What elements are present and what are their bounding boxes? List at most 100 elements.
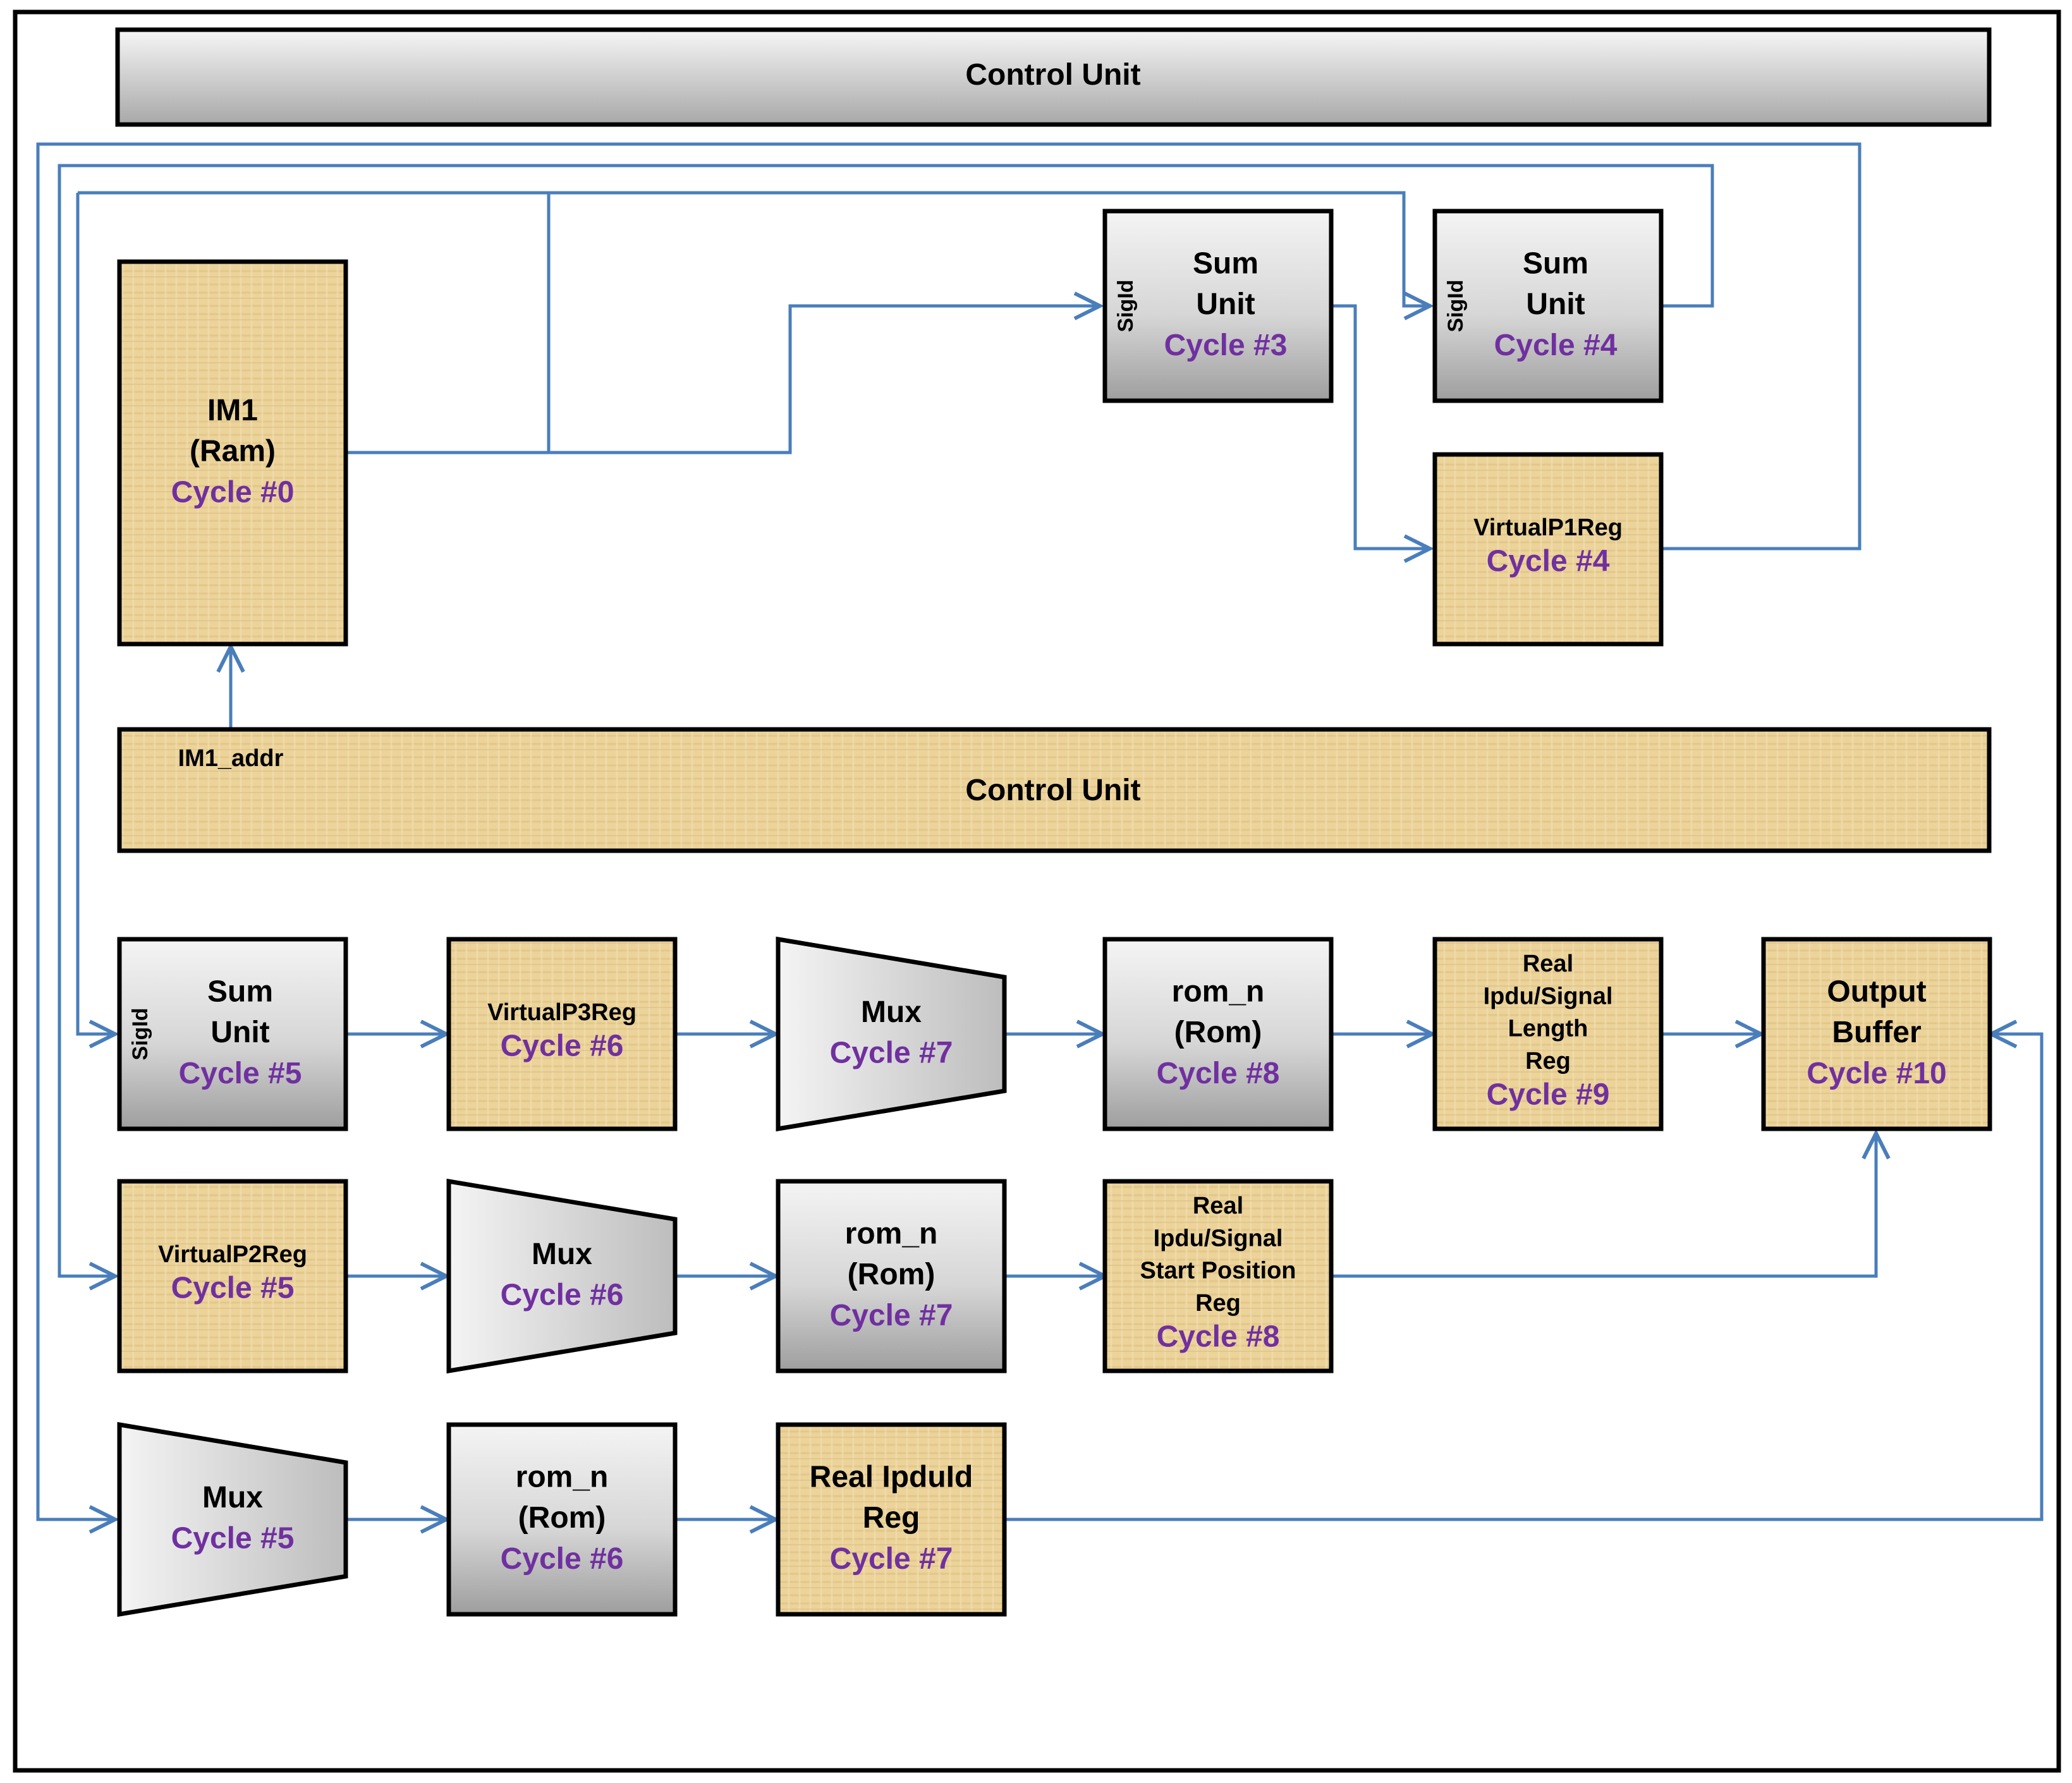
block-mux7-shape — [776, 936, 1007, 1132]
block-mux7-label-0: Mux — [861, 995, 922, 1029]
block-rom7-shape — [776, 1179, 1007, 1373]
block-rom8-label-0: rom_n — [1172, 975, 1265, 1008]
block-vp3-label-0: VirtualP3Reg — [487, 999, 637, 1026]
block-rom8-label-1: (Rom) — [1174, 1016, 1262, 1049]
control-unit-top-label: Control Unit — [965, 58, 1140, 92]
block-sum3-label-0: Sum — [1193, 246, 1258, 280]
block-sum3-label-1: Unit — [1196, 288, 1255, 321]
block-len9-label-1: Ipdu/Signal — [1484, 983, 1613, 1009]
block-im1-label-1: (Ram) — [190, 435, 276, 468]
block-vp2-shape — [117, 1179, 348, 1373]
block-ipduid7-label-0: Real IpduId — [810, 1460, 973, 1494]
block-start8-label-2: Start Position — [1140, 1258, 1296, 1284]
block-mux7-cycle: Cycle #7 — [830, 1037, 953, 1070]
block-sum5-shape — [117, 937, 348, 1131]
block-im1-cycle: Cycle #0 — [171, 476, 295, 509]
block-mux5-label-0: Mux — [202, 1481, 263, 1514]
im1-addr-label: IM1_addr — [178, 745, 284, 772]
block-sum5-label-0: Sum — [207, 975, 273, 1008]
block-sum5-cycle: Cycle #5 — [179, 1057, 302, 1090]
block-vp3-shape — [446, 937, 678, 1131]
wires — [36, 142, 2044, 1521]
block-im1-label-0: IM1 — [207, 394, 258, 427]
block-outbuf-cycle: Cycle #10 — [1807, 1057, 1947, 1090]
wire-ipduid7-to-outbuf — [1004, 1034, 2044, 1521]
block-im1-shape — [117, 259, 348, 647]
block-vp1-shape — [1432, 452, 1664, 647]
block-mux6-shape — [446, 1178, 678, 1374]
block-rom6: rom_n (Rom) Cycle #6 — [446, 1422, 678, 1617]
block-vp1-label-0: VirtualP1Reg — [1473, 514, 1623, 541]
block-vp2-cycle: Cycle #5 — [171, 1271, 295, 1305]
block-ipduid7-cycle: Cycle #7 — [830, 1542, 953, 1576]
block-start8-cycle: Cycle #8 — [1157, 1320, 1280, 1353]
block-sum4-cycle: Cycle #4 — [1494, 329, 1618, 362]
block-rom6-shape — [446, 1422, 678, 1617]
wire-sum4-to-vp2 — [58, 164, 1714, 1276]
block-len9-label-3: Reg — [1525, 1048, 1571, 1074]
block-sum3-port-label: SigId — [1114, 279, 1138, 332]
wire-vp1-to-mux5 — [36, 142, 1862, 1519]
block-outbuf-label-1: Buffer — [1832, 1016, 1921, 1049]
block-mux5-shape — [117, 1421, 348, 1617]
block-sum4-label-0: Sum — [1523, 246, 1588, 280]
block-rom7-label-1: (Rom) — [848, 1258, 935, 1291]
block-rom8-shape — [1102, 937, 1334, 1131]
block-rom7: rom_n (Rom) Cycle #7 — [776, 1179, 1007, 1373]
block-vp2-label-0: VirtualP2Reg — [158, 1241, 307, 1268]
block-sum3-cycle: Cycle #3 — [1164, 329, 1288, 362]
block-rom6-cycle: Cycle #6 — [501, 1542, 624, 1576]
block-start8-label-0: Real — [1193, 1193, 1243, 1219]
block-sum5-port-label: SigId — [128, 1007, 152, 1060]
block-rom8-cycle: Cycle #8 — [1157, 1057, 1280, 1090]
block-start8-shape — [1102, 1179, 1334, 1373]
block-mux5-cycle: Cycle #5 — [171, 1522, 295, 1555]
block-sum5-label-1: Unit — [210, 1016, 269, 1049]
block-outbuf-label-0: Output — [1827, 975, 1926, 1008]
block-im1: IM1 (Ram) Cycle #0 — [117, 259, 348, 647]
block-ipduid7-shape — [776, 1422, 1007, 1617]
control-unit-mid: IM1_addr Control Unit — [117, 727, 1992, 853]
block-len9-label-0: Real — [1523, 951, 1573, 977]
wire-bus-to-sum4 — [78, 191, 1430, 306]
block-len9-label-2: Length — [1508, 1016, 1588, 1042]
block-start8-label-1: Ipdu/Signal — [1154, 1225, 1283, 1251]
block-rom6-label-0: rom_n — [516, 1460, 609, 1494]
block-mux6-label-0: Mux — [532, 1238, 592, 1271]
wire-im1-to-sum3 — [549, 306, 1100, 454]
block-sum3-shape — [1102, 209, 1334, 403]
block-sum4-port-label: SigId — [1444, 279, 1468, 332]
block-vp1-cycle: Cycle #4 — [1487, 544, 1610, 578]
block-mux6-cycle: Cycle #6 — [501, 1279, 624, 1312]
block-rom8: rom_n (Rom) Cycle #8 — [1102, 937, 1334, 1131]
block-rom7-cycle: Cycle #7 — [830, 1299, 953, 1332]
block-rom7-label-0: rom_n — [845, 1217, 938, 1250]
control-unit-top: Control Unit — [115, 27, 1992, 127]
block-len9-cycle: Cycle #9 — [1487, 1078, 1610, 1111]
block-sum4-shape — [1432, 209, 1664, 403]
block-outbuf-shape — [1761, 937, 1992, 1131]
wire-start8-to-outbuf — [1331, 1133, 1876, 1278]
wire-bus-to-sum5 — [76, 193, 115, 1034]
control-unit-mid-label: Control Unit — [965, 774, 1140, 807]
block-start8-label-3: Reg — [1195, 1290, 1241, 1317]
block-sum4-label-1: Unit — [1526, 288, 1585, 321]
wire-sum3-to-vp1 — [1331, 304, 1430, 549]
block-rom6-label-1: (Rom) — [518, 1501, 606, 1535]
block-vp3-cycle: Cycle #6 — [501, 1029, 624, 1062]
block-ipduid7-label-1: Reg — [863, 1501, 920, 1535]
